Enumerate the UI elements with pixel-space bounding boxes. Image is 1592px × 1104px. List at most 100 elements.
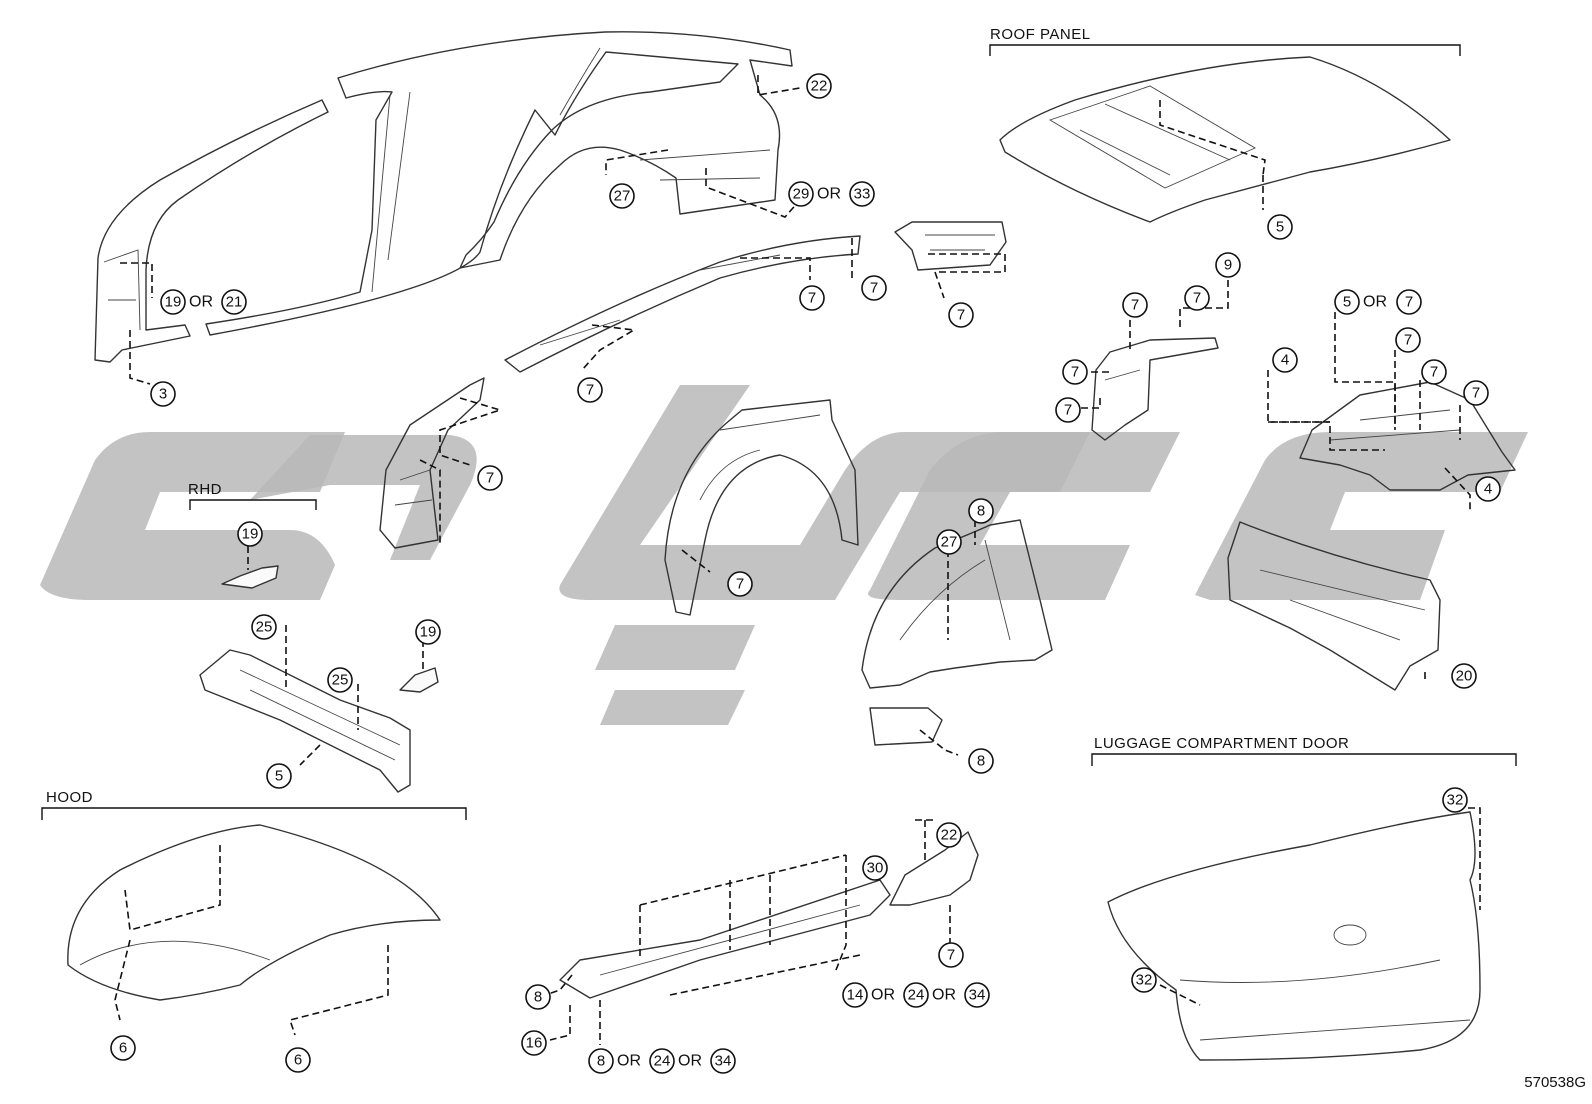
callout-34-a: 34	[964, 982, 990, 1008]
callout-7-wheel: 7	[727, 571, 753, 597]
svg-text:5: 5	[1276, 219, 1284, 236]
callout-22-top: 22	[806, 73, 832, 99]
svg-text:7: 7	[957, 307, 965, 324]
callout-8-c: 8	[525, 984, 551, 1010]
svg-text:7: 7	[1131, 297, 1139, 314]
svg-text:7: 7	[1071, 364, 1079, 381]
roof-panel	[999, 56, 1451, 223]
callout-8-b: 8	[968, 748, 994, 774]
svg-text:7: 7	[808, 290, 816, 307]
callouts: 22 27 29 OR 33 19 OR 21 3 7 7 7 7 5 9 7 …	[110, 73, 1501, 1074]
svg-text:8: 8	[534, 989, 542, 1006]
or-19-21: OR	[189, 294, 213, 311]
svg-text:7: 7	[870, 280, 878, 297]
callout-7-pillar-d: 7	[1055, 397, 1081, 423]
svg-text:7: 7	[1405, 294, 1413, 311]
svg-text:7: 7	[736, 576, 744, 593]
luggage-door-bracket: LUGGAGE COMPARTMENT DOOR	[1091, 735, 1517, 766]
callout-32-a: 32	[1442, 787, 1468, 813]
svg-text:9: 9	[1224, 257, 1232, 274]
svg-text:7: 7	[486, 470, 494, 487]
callout-7-floor-or: 7	[1396, 289, 1422, 315]
svg-text:25: 25	[332, 672, 349, 689]
hood-label: HOOD	[46, 789, 93, 806]
svg-text:21: 21	[226, 294, 243, 311]
svg-text:27: 27	[614, 188, 631, 205]
svg-text:34: 34	[715, 1053, 732, 1070]
callout-19-rhd: 19	[237, 521, 263, 547]
callout-14: 14	[842, 982, 868, 1008]
luggage-compartment-door	[1107, 811, 1481, 1061]
callout-6-b: 6	[285, 1047, 311, 1073]
callout-7-floor-c: 7	[1463, 380, 1489, 406]
diagram-code: 570538G	[1524, 1074, 1586, 1091]
lower-quarter-bracket	[869, 707, 943, 746]
or-14-24: OR	[871, 987, 895, 1004]
svg-text:5: 5	[1343, 294, 1351, 311]
cowl-side-bracket	[399, 667, 439, 693]
callout-19-a: 19	[160, 289, 186, 315]
svg-text:3: 3	[159, 386, 167, 403]
or-8-24: OR	[617, 1053, 641, 1070]
hood-panel	[67, 824, 441, 1001]
callout-21: 21	[221, 289, 247, 315]
rear-floor-crossmember	[559, 879, 891, 999]
callout-5-roof: 5	[1267, 214, 1293, 240]
callout-5-floor: 5	[1334, 289, 1360, 315]
callout-8-d: 8	[588, 1048, 614, 1074]
svg-text:7: 7	[1430, 364, 1438, 381]
svg-text:33: 33	[854, 186, 871, 203]
body-side-outer-panel	[94, 31, 793, 363]
callout-27-b: 27	[936, 529, 962, 555]
luggage-door-label: LUGGAGE COMPARTMENT DOOR	[1094, 735, 1349, 752]
callout-8-a: 8	[968, 498, 994, 524]
svg-text:7: 7	[1064, 402, 1072, 419]
svg-text:6: 6	[119, 1040, 127, 1057]
cowl-top-panel	[199, 649, 411, 793]
callout-7-rail-c: 7	[577, 377, 603, 403]
callout-7-floor-b: 7	[1421, 359, 1447, 385]
svg-text:6: 6	[294, 1052, 302, 1069]
roof-panel-label: ROOF PANEL	[990, 26, 1091, 43]
svg-text:8: 8	[977, 753, 985, 770]
or-5-7: OR	[1363, 294, 1387, 311]
callout-30: 30	[862, 855, 888, 881]
svg-text:14: 14	[847, 987, 864, 1004]
svg-text:29: 29	[793, 186, 810, 203]
callout-20: 20	[1451, 663, 1477, 689]
svg-text:25: 25	[256, 619, 273, 636]
callout-7-pillar-a: 7	[1122, 292, 1148, 318]
front-pillar-inner	[379, 377, 485, 549]
callout-19-b: 19	[415, 619, 441, 645]
rear-wheel-housing-outer	[664, 399, 859, 616]
callout-16: 16	[521, 1030, 547, 1056]
svg-text:32: 32	[1136, 972, 1153, 989]
rear-pillar-bracket	[894, 221, 1007, 271]
rhd-cowl-bracket	[221, 565, 279, 589]
callout-7-b: 7	[938, 942, 964, 968]
callout-9: 9	[1215, 252, 1241, 278]
svg-text:19: 19	[420, 624, 437, 641]
svg-text:34: 34	[969, 987, 986, 1004]
callout-7-apron: 7	[477, 465, 503, 491]
svg-text:19: 19	[165, 294, 182, 311]
callout-34-b: 34	[710, 1048, 736, 1074]
svg-text:7: 7	[586, 382, 594, 399]
callout-7-rail-a: 7	[799, 285, 825, 311]
or-24-34-b: OR	[678, 1053, 702, 1070]
rhd-bracket: RHD	[188, 481, 317, 510]
rear-body-panel	[1227, 521, 1441, 691]
svg-text:4: 4	[1484, 481, 1492, 498]
svg-text:22: 22	[941, 827, 958, 844]
callout-3: 3	[150, 381, 176, 407]
callout-7-rail-b: 7	[861, 275, 887, 301]
callout-25-a: 25	[251, 614, 277, 640]
svg-text:24: 24	[908, 987, 925, 1004]
callout-25-b: 25	[327, 667, 353, 693]
roof-panel-bracket: ROOF PANEL	[989, 26, 1461, 56]
hood-bracket: HOOD	[41, 789, 467, 820]
callout-4-a: 4	[1272, 347, 1298, 373]
svg-text:8: 8	[977, 503, 985, 520]
callout-6-a: 6	[110, 1035, 136, 1061]
